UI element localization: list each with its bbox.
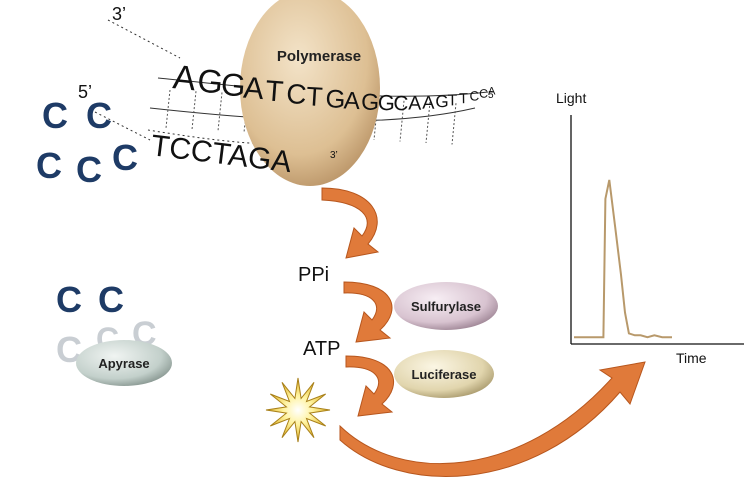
template-base: A bbox=[242, 71, 266, 107]
base-pair-rung bbox=[217, 92, 223, 132]
arrow-atp-to-light bbox=[345, 355, 395, 417]
arrow-polymerase-to-ppi bbox=[321, 187, 380, 259]
atp-label: ATP bbox=[303, 338, 340, 360]
nucleotide-c: C bbox=[112, 137, 138, 178]
base-pair-rung bbox=[451, 103, 457, 145]
template-base: A bbox=[408, 93, 421, 115]
nucleotide-c: C bbox=[36, 145, 62, 186]
base-pair-rung bbox=[425, 101, 431, 144]
template-base: G bbox=[325, 85, 346, 114]
three-prime-top-label: 3’ bbox=[112, 4, 126, 24]
y-axis-label: Light bbox=[556, 90, 586, 106]
nucleotide-c: C bbox=[98, 279, 124, 320]
three-prime-pointer bbox=[107, 19, 181, 59]
template-base: C bbox=[285, 78, 307, 110]
nucleotide-c: C bbox=[86, 95, 112, 136]
template-base: A bbox=[343, 87, 361, 115]
base-pair-rung bbox=[243, 93, 249, 133]
luciferase-enzyme bbox=[394, 350, 494, 398]
template-base: G bbox=[435, 92, 448, 111]
nucleotide-c: C bbox=[56, 279, 82, 320]
template-base: A bbox=[422, 92, 435, 113]
template-base: C bbox=[393, 92, 409, 115]
arrow-light-to-detector bbox=[339, 361, 646, 478]
base-pair-rung bbox=[399, 100, 405, 142]
ppi-label: PPi bbox=[298, 264, 329, 286]
template-base: T bbox=[448, 92, 458, 109]
template-base: T bbox=[305, 81, 323, 112]
light-signal-line bbox=[574, 179, 672, 339]
three-prime-primer-label: 3’ bbox=[330, 150, 338, 161]
sulfurylase-label: Sulfurylase bbox=[411, 299, 481, 314]
template-base: A bbox=[171, 58, 198, 98]
template-base: G bbox=[377, 90, 395, 116]
apyrase-enzyme bbox=[76, 340, 172, 386]
arrow-ppi-to-atp bbox=[343, 281, 393, 343]
nucleotide-c: C bbox=[42, 95, 68, 136]
sulfurylase-enzyme bbox=[394, 282, 498, 330]
five-prime-right-label: 5 bbox=[488, 90, 494, 101]
base-pair-rung bbox=[191, 91, 197, 130]
polymerase-label: Polymerase bbox=[277, 48, 361, 65]
five-prime-pointer bbox=[94, 111, 151, 141]
base-pair-rung bbox=[165, 89, 171, 129]
nucleotide-cluster-top: C C C C C bbox=[36, 95, 138, 190]
template-base: C bbox=[479, 87, 488, 101]
reaction-arrows bbox=[321, 187, 646, 478]
luciferase-label: Luciferase bbox=[411, 367, 476, 382]
nucleotide-c: C bbox=[76, 149, 102, 190]
template-base: C bbox=[469, 88, 479, 103]
five-prime-left-label: 5’ bbox=[78, 82, 92, 102]
x-axis-label: Time bbox=[676, 350, 707, 366]
light-time-chart: Light Time bbox=[556, 90, 744, 366]
template-base: G bbox=[196, 61, 225, 100]
template-base: G bbox=[361, 88, 380, 115]
template-base: G bbox=[219, 66, 247, 104]
light-burst-icon bbox=[265, 377, 331, 443]
polymerase-enzyme bbox=[240, 0, 380, 186]
template-base: A bbox=[488, 86, 496, 98]
template-base: T bbox=[459, 91, 468, 107]
apyrase-label: Apyrase bbox=[98, 356, 149, 371]
template-base: T bbox=[264, 75, 284, 108]
